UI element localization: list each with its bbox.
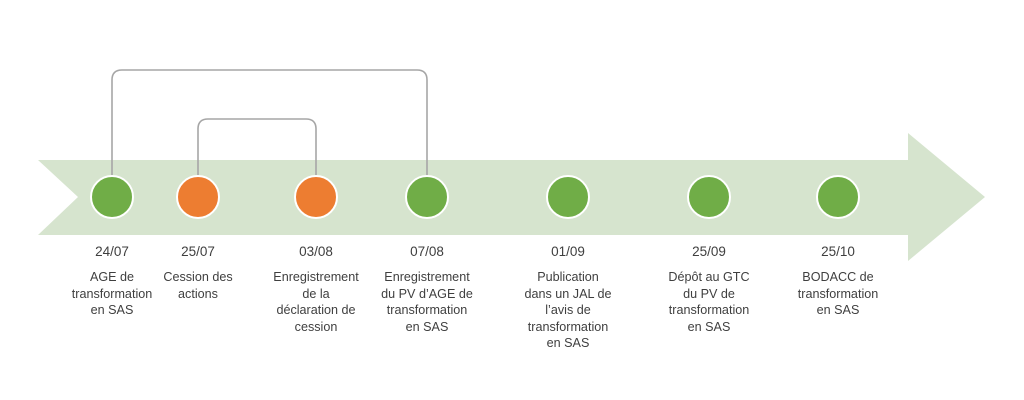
milestone-marker-5[interactable] [546, 175, 590, 219]
milestone-marker-2[interactable] [176, 175, 220, 219]
milestone-marker-7[interactable] [816, 175, 860, 219]
milestone-description-6: Dépôt au GTC du PV de transformation en … [668, 270, 750, 334]
milestone-label-5: 01/09 Publication dans un JAL de l’avis … [505, 243, 631, 352]
connector-m1-to-m4 [111, 69, 428, 178]
milestone-date-5: 01/09 [551, 244, 585, 259]
connector-m2-to-m3 [197, 118, 317, 178]
milestone-marker-3[interactable] [294, 175, 338, 219]
milestone-marker-4[interactable] [405, 175, 449, 219]
milestone-date-6: 25/09 [692, 244, 726, 259]
milestone-label-3: 03/08 Enregistrement de la déclaration d… [253, 243, 379, 335]
milestone-description-4: Enregistrement du PV d’AGE de transforma… [381, 270, 473, 334]
milestone-description-2: Cession des actions [163, 270, 233, 301]
milestone-date-4: 07/08 [410, 244, 444, 259]
milestone-label-6: 25/09 Dépôt au GTC du PV de transformati… [648, 243, 770, 335]
milestone-date-2: 25/07 [181, 244, 215, 259]
milestone-label-2: 25/07 Cession des actions [138, 243, 258, 302]
milestone-description-5: Publication dans un JAL de l’avis de tra… [524, 270, 612, 350]
milestone-marker-6[interactable] [687, 175, 731, 219]
milestone-date-3: 03/08 [299, 244, 333, 259]
milestone-date-1: 24/07 [95, 244, 129, 259]
milestone-label-1: 24/07 AGE de transformation en SAS [47, 243, 177, 319]
milestone-label-7: 25/10 BODACC de transformation en SAS [776, 243, 900, 319]
milestone-description-1: AGE de transformation en SAS [71, 270, 153, 317]
milestone-marker-1[interactable] [90, 175, 134, 219]
milestone-description-7: BODACC de transformation en SAS [797, 270, 879, 317]
milestone-date-7: 25/10 [821, 244, 855, 259]
milestone-description-3: Enregistrement de la déclaration de cess… [273, 270, 359, 334]
milestone-label-4: 07/08 Enregistrement du PV d’AGE de tran… [366, 243, 488, 335]
